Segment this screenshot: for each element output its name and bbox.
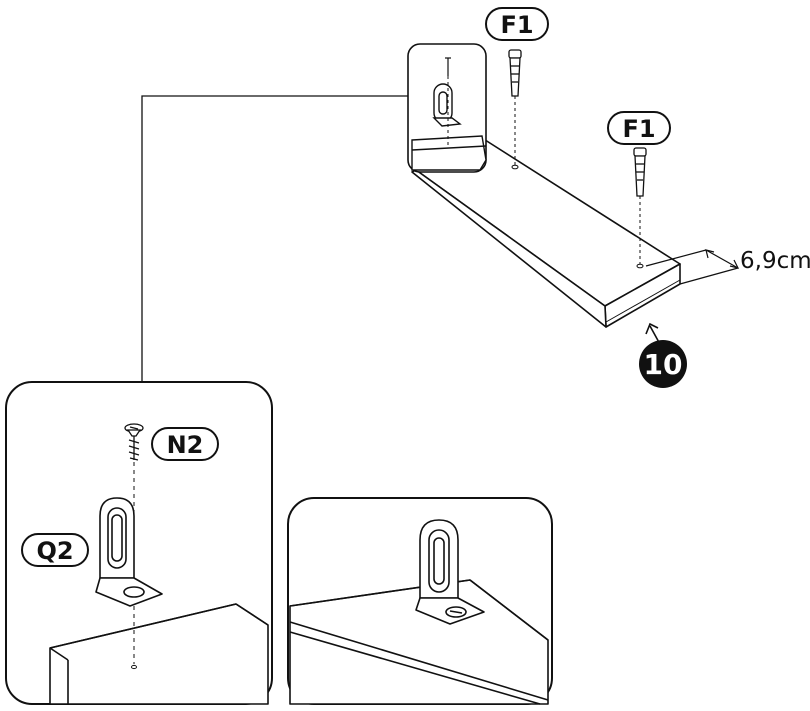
dimension-marker <box>645 249 740 285</box>
leader-line <box>141 95 408 382</box>
screw-n2 <box>124 423 144 461</box>
shelf-board <box>411 137 681 328</box>
label-n2: N2 <box>151 427 219 461</box>
mini-screw <box>445 57 451 76</box>
wall-plug-top <box>508 49 522 97</box>
svg-text:Q2: Q2 <box>36 537 73 565</box>
label-q2: Q2 <box>21 533 89 567</box>
svg-text:10: 10 <box>644 348 683 381</box>
inset1-shelf <box>49 603 269 705</box>
svg-text:N2: N2 <box>167 431 204 459</box>
svg-text:F1: F1 <box>622 115 655 143</box>
label-f1-top: F1 <box>485 7 549 41</box>
dimension-label: 6,9cm <box>740 248 810 274</box>
inset2-bracket <box>415 519 485 625</box>
svg-text:F1: F1 <box>500 11 533 39</box>
wall-plug-right <box>633 147 647 197</box>
part-number-badge: 10 <box>639 340 687 388</box>
bracket-q2 <box>95 497 163 607</box>
shelf-end-detail <box>411 135 487 171</box>
label-f1-right: F1 <box>607 111 671 145</box>
